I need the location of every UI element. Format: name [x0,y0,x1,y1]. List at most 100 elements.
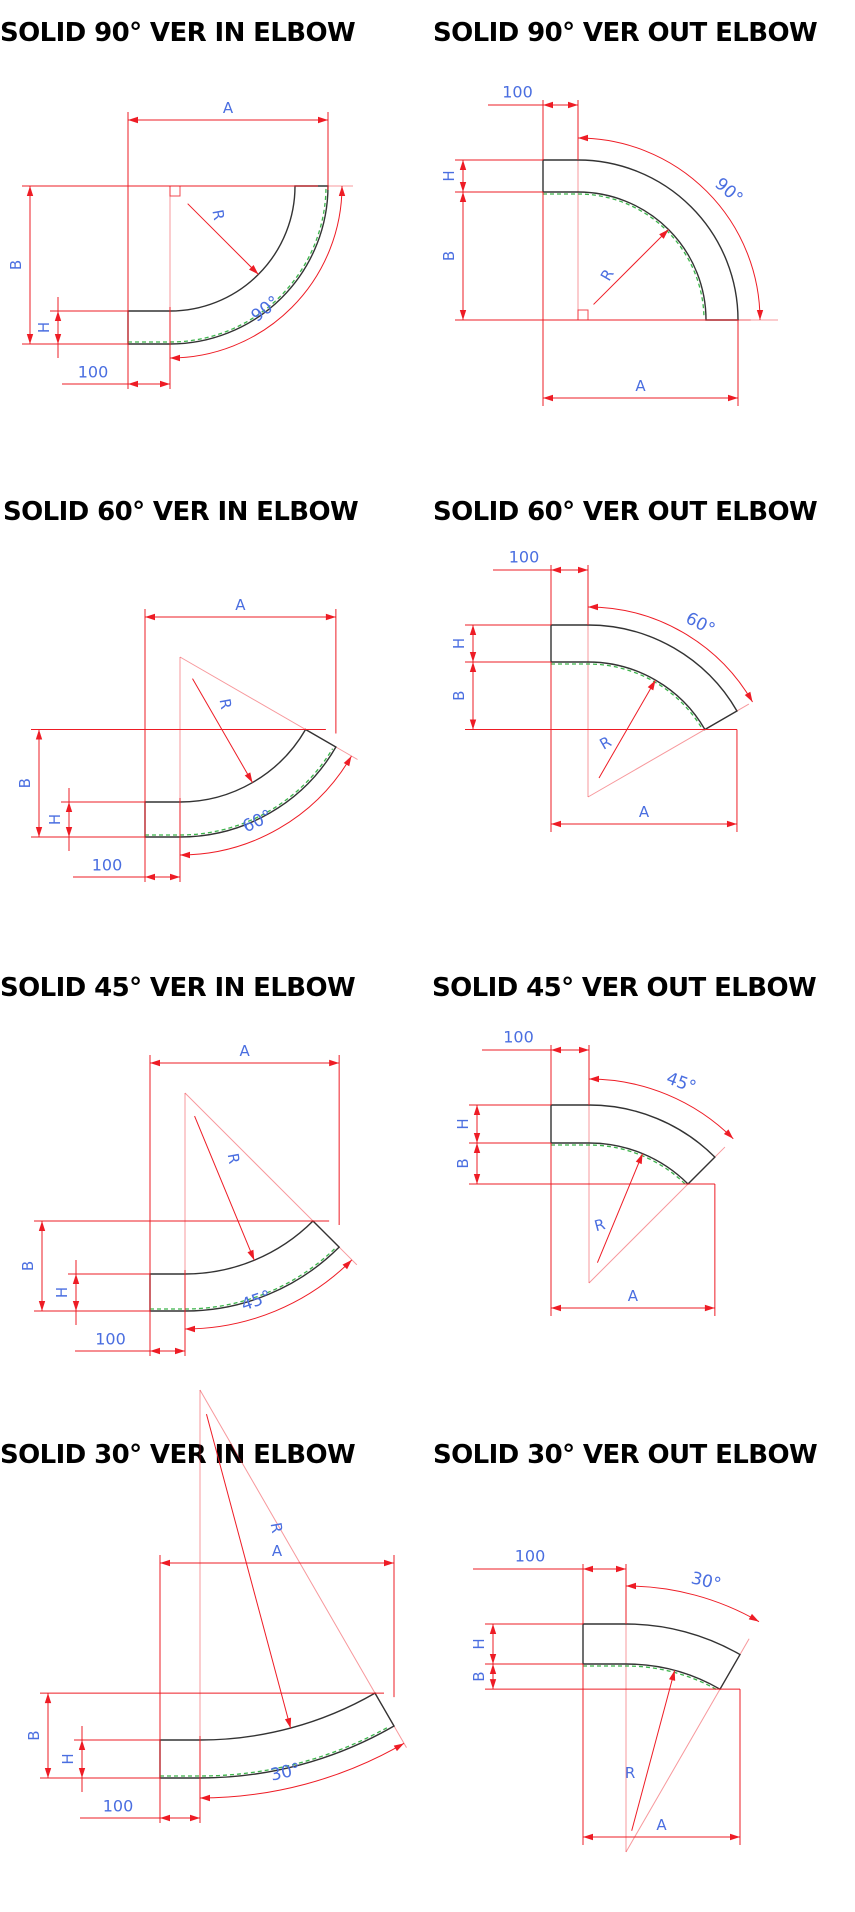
label-b: B [25,1730,43,1740]
dimension-a-arrow-end [730,1833,740,1841]
green-seam-line [543,193,705,318]
label-h: H [53,1287,71,1298]
label-a: A [656,1816,667,1834]
panel-title: SOLID 60° VER OUT ELBOW [433,497,818,527]
dimension-100-arrow-end [170,873,180,881]
label-angle: 90° [711,174,747,209]
label-b: B [16,778,34,788]
radius-arrow [247,1249,255,1261]
panel-title: SOLID 45° VER IN ELBOW [0,973,356,1003]
dimension-b-arrow-end [473,1174,481,1185]
dimension-a-arrow-end [318,116,328,124]
dimension-100-arrow-end [578,566,588,574]
dimension-b-arrow-start [44,1693,52,1704]
label-h: H [470,1638,488,1649]
angle-dimension-arrow-end [342,1259,352,1270]
angle-dimension-arrow-end [343,756,352,767]
dimension-100-arrow-end [579,1046,589,1054]
dimension-100-arrow-end [616,1565,626,1573]
radius-leader [593,229,669,305]
panel-title: SOLID 30° VER OUT ELBOW [433,1440,818,1470]
dimension-a-arrow-start [583,1833,593,1841]
label-h: H [440,170,458,181]
label-100: 100 [78,363,109,382]
radius-arrow [249,265,259,275]
dimension-a-arrow-end [329,1059,340,1067]
label-h: H [450,638,468,649]
angle-dimension-arrow-end [756,310,764,320]
radius-arrow [647,680,656,691]
label-100: 100 [509,548,540,567]
label-b: B [19,1261,37,1271]
dimension-a-arrow-start [128,116,138,124]
dimension-100-arrow-start [551,1046,561,1054]
label-b: B [7,260,25,270]
angle-dimension-arrow-start [170,354,180,362]
dimension-h-arrow-end [489,1654,497,1664]
dimension-100-arrow-start [150,1347,160,1355]
label-100: 100 [515,1547,546,1566]
dimension-h-arrow-end [459,182,467,192]
elbow-body [550,624,738,731]
dimension-b-arrow-start [459,192,467,202]
label-h: H [454,1118,472,1129]
radius-leader [598,679,656,779]
label-h: H [35,322,53,333]
right-angle-mark [169,185,181,197]
dimension-a-arrow-end [726,820,737,828]
dimension-100-arrow-end [190,1814,200,1822]
dimension-100-arrow-start [583,1565,593,1573]
green-seam-line [145,748,334,836]
dimension-h-arrow-start [459,160,467,170]
label-a: A [272,1542,283,1560]
green-seam-line [551,1144,686,1185]
elbow-body [542,159,739,321]
label-r: R [208,208,228,221]
dimension-a-arrow-start [543,394,553,402]
green-seam-line [160,1727,388,1777]
panel-title: SOLID 60° VER IN ELBOW [3,497,359,527]
dimension-100-arrow-end [568,101,578,109]
radius-arrow [284,1717,292,1729]
label-r: R [597,733,615,754]
angle-dimension [184,1259,353,1330]
label-a: A [628,1287,639,1305]
green-seam-line [150,1247,336,1310]
elbow-body [149,1219,341,1312]
label-b: B [454,1158,472,1168]
radius-arrow [668,1670,676,1681]
label-100: 100 [92,856,123,875]
angle-dimension-arrow-start [626,1582,636,1590]
angle-dimension [577,137,761,321]
label-angle: 45° [239,1287,274,1316]
dimension-b-arrow-end [459,310,467,320]
dimension-a-arrow-start [160,1559,170,1567]
dimension-h-arrow-start [473,1105,481,1115]
radius-leader [596,1153,644,1263]
angle-dimension [199,1742,405,1799]
dimension-b-arrow-end [44,1768,52,1778]
label-a: A [639,803,650,821]
angle-dimension [625,1585,760,1623]
angle-dimension [588,1078,734,1140]
label-b: B [440,251,458,261]
dimension-100-arrow-start [128,380,138,388]
angle-dimension-arrow-end [338,186,346,196]
label-angle: 30° [689,1568,723,1594]
dimension-h-arrow-end [473,1133,481,1143]
radius-leader [631,1670,676,1831]
angle-dimension-arrow-end [748,1613,759,1622]
dimension-h-arrow-end [469,652,477,662]
label-100: 100 [103,1797,134,1816]
centerline-radial [199,1389,407,1748]
dimension-100-arrow-end [160,380,170,388]
radius-arrow [635,1153,643,1165]
dimension-100-arrow-start [145,873,155,881]
angle-dimension-arrow-end [744,691,753,702]
angle-dimension-arrow-end [723,1129,734,1139]
